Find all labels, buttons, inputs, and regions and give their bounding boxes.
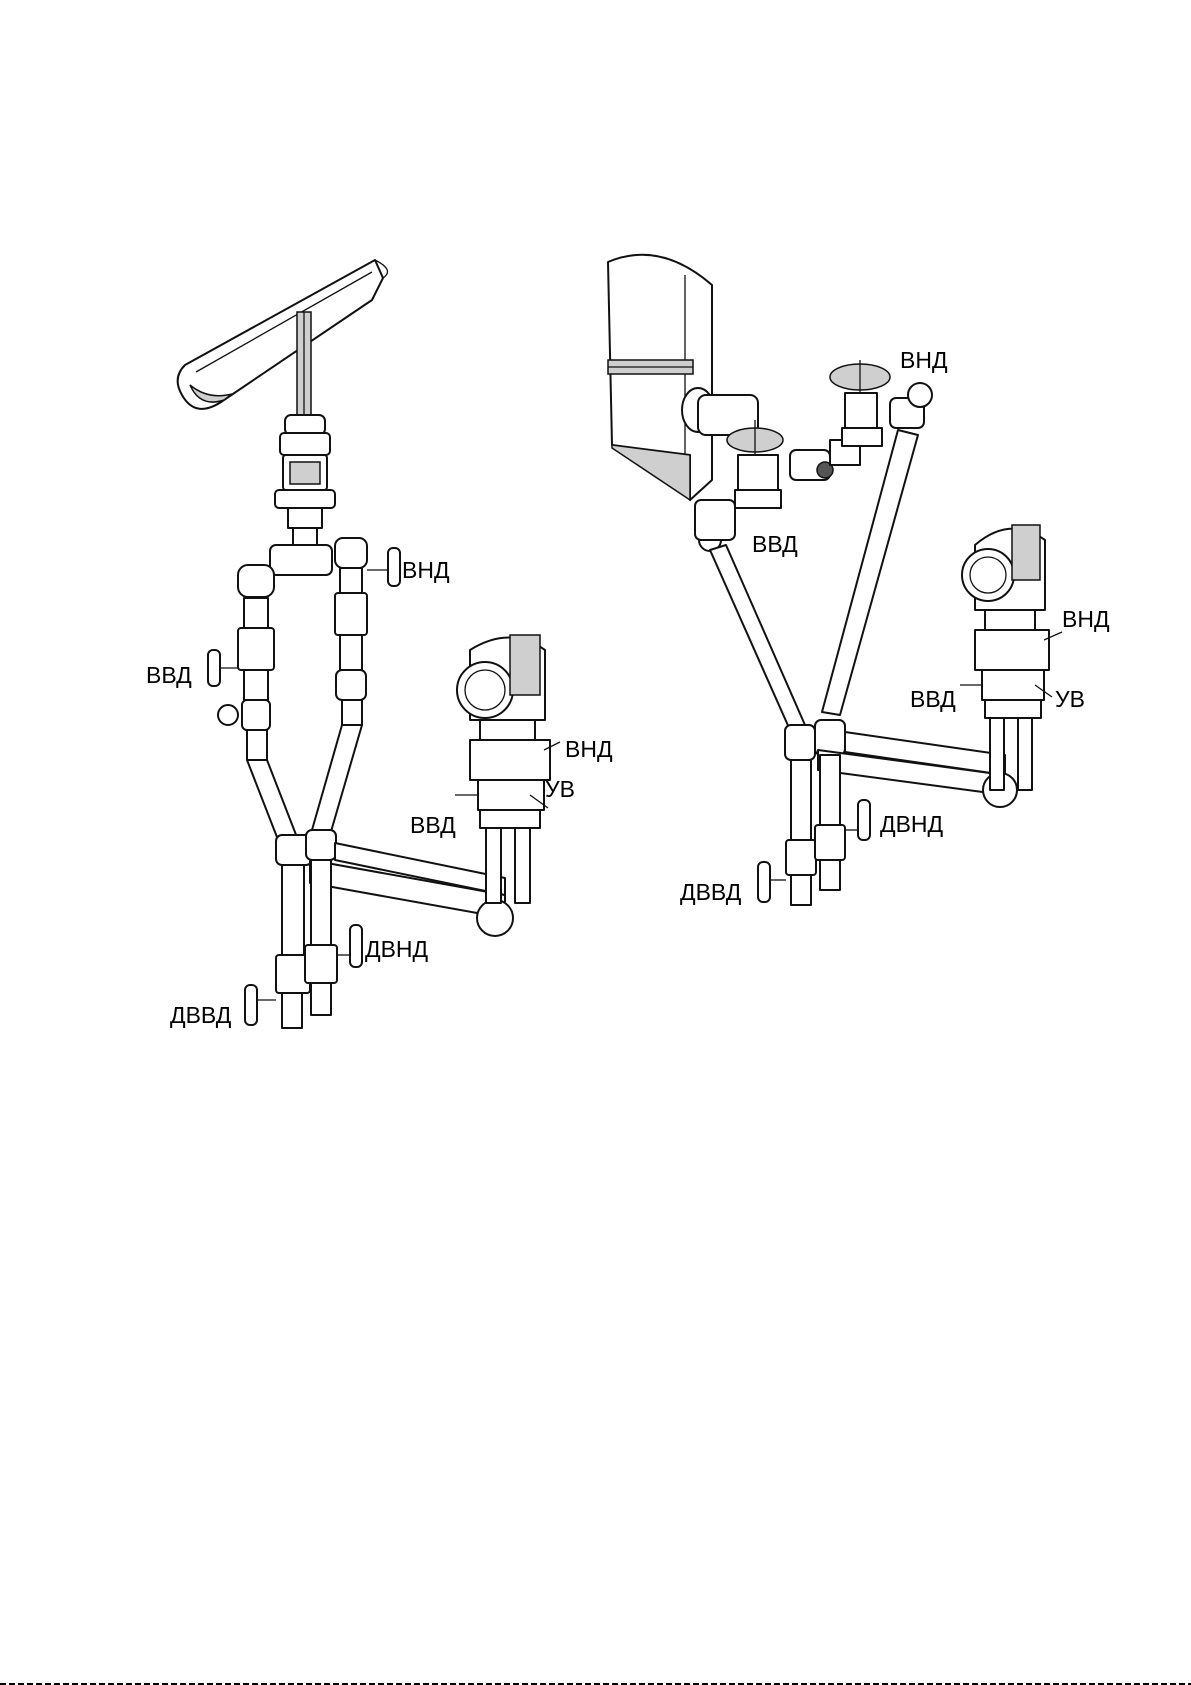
label-vvd-manifold-left: ВВД: [410, 812, 456, 838]
label-vnd-manifold-left: ВНД: [565, 736, 613, 762]
label-vvd-middle-right: ВВД: [752, 531, 798, 557]
label-vnd-manifold-right: ВНД: [1062, 606, 1110, 632]
label-dvvd-left: ДВВД: [170, 1002, 232, 1028]
left-transmitter: [455, 635, 560, 903]
right-diagram: ВНД ВВД ВНД ВВД УВ ДВНД ДВВД: [608, 255, 1110, 905]
label-dvnd-left: ДВНД: [365, 936, 429, 962]
label-vvd-manifold-right: ВВД: [910, 686, 956, 712]
label-vnd-top-right: ВНД: [900, 347, 948, 373]
label-dvnd-right: ДВНД: [880, 811, 944, 837]
label-uv-left: УВ: [545, 776, 575, 802]
left-diagram: ВНД ВВД ВНД УВ ВВД ДВНД ДВВД: [146, 260, 613, 1028]
label-vnd-upper-left: ВНД: [402, 557, 450, 583]
label-uv-right: УВ: [1055, 686, 1085, 712]
root-valve-left: [275, 415, 335, 546]
left-impulse-line-lp: [312, 548, 400, 835]
horizontal-pipe: [178, 260, 388, 417]
label-vvd-left: ВВД: [146, 662, 192, 688]
left-collector: [245, 830, 513, 1028]
label-dvvd-right: ДВВД: [680, 879, 742, 905]
left-impulse-line-hp: [208, 598, 300, 850]
vertical-pipe: [608, 255, 712, 500]
